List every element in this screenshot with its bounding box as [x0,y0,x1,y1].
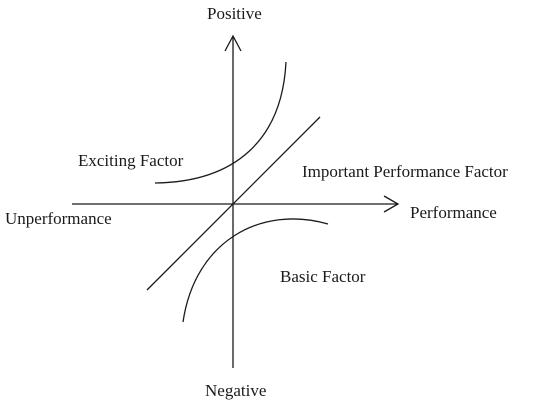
basic-factor-label: Basic Factor [280,267,366,286]
negative-label: Negative [205,381,267,400]
horizontal-axis-arrowhead [383,195,400,213]
performance-label: Performance [410,203,497,222]
positive-label: Positive [207,4,262,23]
exciting-factor-label: Exciting Factor [78,151,184,170]
important-performance-line [146,116,321,291]
unperformance-label: Unperformance [5,209,112,228]
vertical-axis-arrowhead [224,34,242,52]
important-performance-factor-label: Important Performance Factor [302,162,508,181]
exciting-factor-curve [154,61,287,184]
basic-factor-curve [182,218,329,323]
